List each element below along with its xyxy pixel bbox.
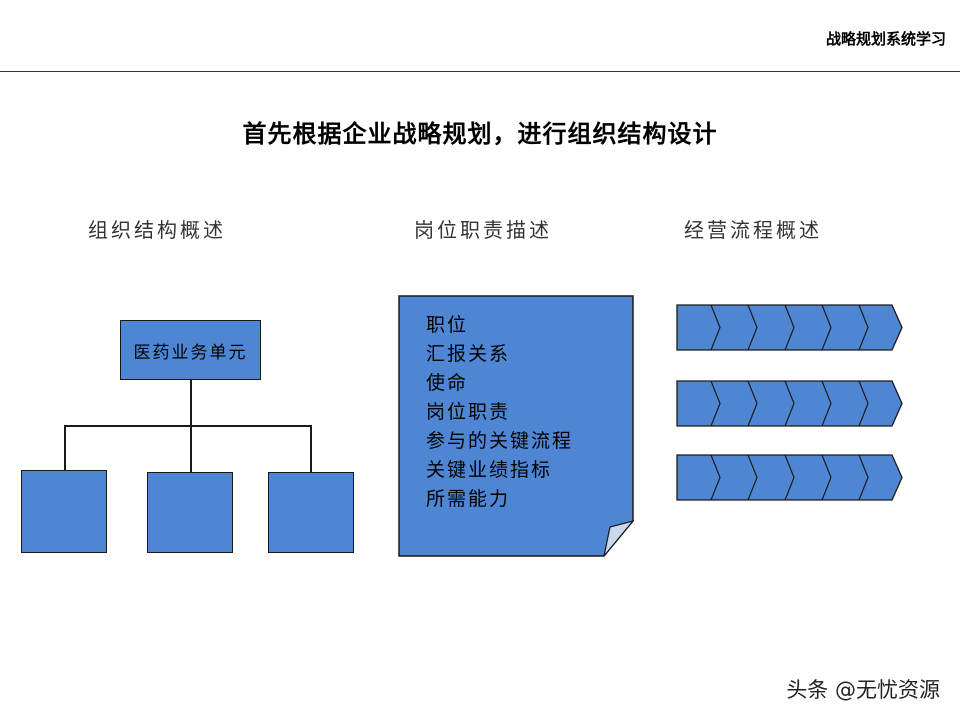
folded-page-icon <box>398 295 634 557</box>
header-divider <box>0 71 960 72</box>
job-item: 所需能力 <box>426 488 511 510</box>
chevron-row-icon <box>676 380 903 427</box>
job-description-doc: 职位 汇报关系 使命 岗位职责 参与的关键流程 关键业绩指标 所需能力 <box>398 295 634 557</box>
org-sub-box-1 <box>21 470 107 553</box>
job-item: 参与的关键流程 <box>426 430 574 452</box>
chevron-row-icon <box>676 304 903 351</box>
org-connector-right <box>310 425 312 472</box>
org-connector-horizontal <box>64 425 311 427</box>
slide-title: 首先根据企业战略规划，进行组织结构设计 <box>242 120 718 148</box>
org-connector-left <box>64 425 66 470</box>
doc-fold-corner <box>603 520 634 557</box>
job-item: 岗位职责 <box>426 401 511 423</box>
process-row-1 <box>676 304 904 351</box>
process-row-2 <box>676 380 904 427</box>
org-sub-box-3 <box>268 472 354 553</box>
header-brand: 战略规划系统学习 <box>825 30 946 48</box>
job-items-list: 职位 汇报关系 使命 岗位职责 参与的关键流程 关键业绩指标 所需能力 <box>426 311 573 514</box>
org-unit-box: 医药业务单元 <box>120 320 261 380</box>
chevron-row-icon <box>676 454 903 501</box>
job-item: 使命 <box>426 372 469 394</box>
job-item: 汇报关系 <box>426 343 511 365</box>
process-section-heading: 经营流程概述 <box>684 218 822 242</box>
job-item: 职位 <box>426 314 469 336</box>
org-section-heading: 组织结构概述 <box>88 218 226 242</box>
job-section-heading: 岗位职责描述 <box>414 218 552 242</box>
watermark: 头条 @无忧资源 <box>786 678 940 702</box>
org-sub-box-2 <box>147 472 233 553</box>
process-row-3 <box>676 454 904 501</box>
job-item: 关键业绩指标 <box>426 459 553 481</box>
